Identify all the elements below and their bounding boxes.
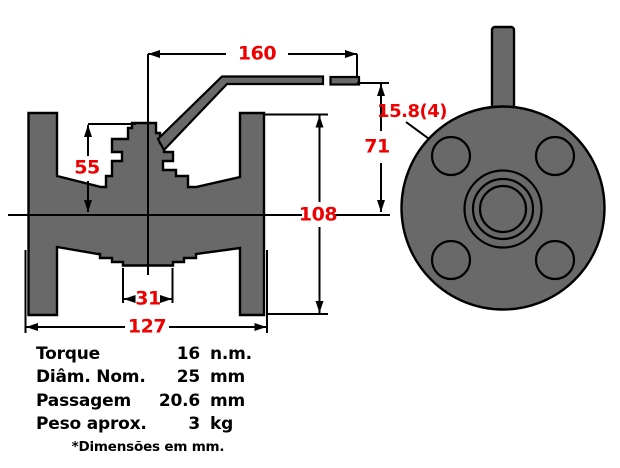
spec-label: Peso aprox. <box>36 414 147 435</box>
dim-label-bolt-hole-diameter: 15.8(4) <box>377 101 447 122</box>
spec-label: Passagem <box>36 390 131 411</box>
handle-lever <box>156 75 325 152</box>
dim-label-face-to-face: 127 <box>127 315 167 338</box>
seat-ring <box>471 177 535 241</box>
handle-grip <box>329 75 361 86</box>
dimension-lines <box>24 50 437 333</box>
dim-label-handle-reach: 160 <box>237 42 277 65</box>
dim-label-flange-od: 108 <box>298 203 338 226</box>
dim-71 <box>357 82 389 212</box>
spec-row-bore: Passagem 20.6 mm <box>36 390 260 413</box>
dim-label-bottom-boss-width: 31 <box>135 287 161 310</box>
front-view <box>400 25 606 311</box>
stem-front <box>490 25 516 119</box>
bolt-hole-bottom-left <box>430 239 472 281</box>
spec-unit: mm <box>210 367 246 388</box>
dim-108 <box>264 113 328 315</box>
dim-55 <box>84 123 136 212</box>
bolt-hole-top-right <box>534 135 576 177</box>
spec-unit: kg <box>210 414 234 435</box>
dimensions-footnote: *Dimensões em mm. <box>71 438 225 455</box>
side-view <box>8 54 390 317</box>
bore-ring <box>478 184 528 234</box>
bolt-hole-bottom-right <box>534 239 576 281</box>
spec-label: Torque <box>36 344 101 364</box>
dim-160 <box>148 50 358 76</box>
spec-unit: n.m. <box>210 344 252 364</box>
dim-127 <box>24 250 268 333</box>
spec-row-weight: Peso aprox. 3 kg <box>36 413 260 436</box>
spec-label: Diâm. Nom. <box>36 367 146 388</box>
spec-unit: mm <box>210 390 246 411</box>
spec-value: 20.6 <box>158 390 200 411</box>
dim-31 <box>122 268 174 303</box>
spec-value: 25 <box>176 367 200 388</box>
spec-value: 3 <box>188 414 200 435</box>
dim-label-stem-height: 55 <box>74 156 100 179</box>
flange-disc <box>400 105 606 311</box>
spec-row-nominal-diameter: Diâm. Nom. 25 mm <box>36 366 260 389</box>
bolt-hole-top-left <box>430 135 472 177</box>
dim-label-handle-height: 71 <box>364 135 390 158</box>
spec-value: 16 <box>176 344 200 364</box>
spec-table: Torque 16 n.m. Diâm. Nom. 25 mm Passagem… <box>36 343 260 455</box>
spec-row-torque: Torque 16 n.m. <box>36 343 260 366</box>
raised-face-ring <box>463 169 543 249</box>
